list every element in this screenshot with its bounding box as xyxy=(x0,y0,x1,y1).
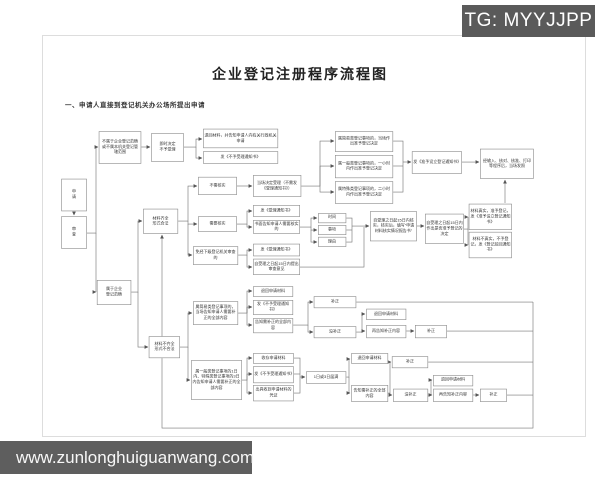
flow-node-return-materials-3: 退回申请材料 xyxy=(350,352,388,364)
flow-node-no-correct-2: 没补正 xyxy=(392,388,428,402)
flow-node-return-materials-1: 退回申请材料 xyxy=(252,285,293,297)
flow-node-inform-correct-2: 告知需补正的全部内容 xyxy=(350,385,388,402)
flow-node-inform-correct-1: 告知需补正的全部内容 xyxy=(252,317,293,333)
telegram-watermark-badge: TG: MYYJJPP xyxy=(462,5,595,37)
section-heading: 一、申请人直接到登记机关办公场所提出申请 xyxy=(65,102,205,109)
flow-node-days-expire: 1日或3日届满 xyxy=(305,370,346,384)
website-watermark-text: www.zunlonghuiguanwang.com xyxy=(16,447,255,467)
flow-node-review: 审 查 xyxy=(60,215,87,249)
flow-node-exempt-review: 免经下级登记机关审查的 xyxy=(192,245,238,265)
flow-node-verify-reason: 理由 xyxy=(317,236,346,247)
flow-node-reject-notice-1: 发《不予受理通知书》 xyxy=(202,150,278,164)
flow-node-apply: 申 请 xyxy=(60,178,87,211)
flow-node-verify-time: 时间 xyxy=(317,212,346,223)
flow-node-receipt-voucher: 出具收到申请材料的凭证 xyxy=(252,385,294,401)
website-watermark-bar: www.zunlonghuiguanwang.com xyxy=(0,441,255,474)
flow-node-general-inform-days: 属一般类登记事项的1日内、特殊类登记事项的3日内告知申请人需要补正的全部内容 xyxy=(190,360,242,400)
flow-node-grant-notice: 发《准予设立登记通知书》 xyxy=(411,150,462,174)
flow-node-not-in-scope: 不属于企业登记范畴或不属本机关登记管辖范围 xyxy=(98,130,141,164)
flow-node-need-verify: 需要核实 xyxy=(197,215,237,232)
flow-node-incomplete: 材料不齐全 形式不合法 xyxy=(148,335,180,358)
flow-node-opinion-15days: 自受理之日起15日内提出审查意见 xyxy=(252,258,300,275)
flow-node-issue-license: 经输入、核对、核准、打印等程序后，当场发照 xyxy=(480,148,534,179)
flow-node-general-1hr: 属一般类登记事项的，一小时内作出准予登记决定 xyxy=(335,155,393,178)
flow-node-reinform-correct-1: 再告知补正内容 xyxy=(365,325,406,338)
flow-node-accept-onsite: 当场决定受理（不需发《受理通知书》） xyxy=(252,175,301,197)
page-title: 企业登记注册程序流程图 xyxy=(212,68,388,83)
flow-node-verify-item: 事项 xyxy=(317,225,346,235)
flow-node-true-grant: 材料真实，准予登记，发《准予设立登记通知书》 xyxy=(468,203,512,230)
flow-node-no-verify: 不需核实 xyxy=(197,176,237,195)
flow-node-simple-inform-onsite: 属简易类登记事项的，当场告知申请人需要补正的全部内容 xyxy=(192,300,238,325)
flow-node-return-materials-4: 退回申请材料 xyxy=(432,375,473,386)
flow-node-special-2hr: 属特殊类登记事项的，二小时内作出准予登记决定 xyxy=(335,180,393,204)
telegram-watermark-text: TG: MYYJJPP xyxy=(464,10,593,31)
flow-node-verify-15days: 自受理之日起15日内核实，核实后，填写“申请材料核实情况报告书” xyxy=(370,210,417,241)
flow-node-correct-4: 补正 xyxy=(480,388,507,402)
flow-node-no-correct-1: 没补正 xyxy=(313,325,356,338)
flow-node-return-inform-org: 退回材料，并告知申请人向有关行政机关申请 xyxy=(202,128,278,148)
flow-node-in-scope: 属于企业 登记范畴 xyxy=(96,280,131,305)
flow-node-complete: 材料齐全 形式合法 xyxy=(142,208,178,234)
flow-node-accept-notice-2: 发《受理通知书》 xyxy=(252,243,300,256)
flow-node-written-inform: 书面告知申请人需要核实的 xyxy=(252,220,300,234)
flow-node-immediate-reject: 即时决定 不予受理 xyxy=(150,132,184,162)
flow-node-reinform-correct-2: 再告知补正内容 xyxy=(432,388,473,402)
flow-node-keep-materials: 收存申请材料 xyxy=(252,352,294,364)
flow-node-simple-onsite: 属简易类登记事项的，当场作出准予登记决定 xyxy=(335,130,393,152)
flow-node-reject-notice-2: 发《不予受理通知书》 xyxy=(252,300,293,315)
flow-node-correct-2: 补正 xyxy=(415,325,447,338)
flow-node-correct-1: 补正 xyxy=(313,295,356,308)
flow-node-return-materials-2: 退回申请材料 xyxy=(365,308,406,320)
flow-node-false-reject: 材料不真实，不予登记，发《登记驳回通知书》 xyxy=(468,231,512,258)
flow-node-decide-15days: 自受理之日起15日内作出是否准予登记的决定 xyxy=(425,213,464,244)
flow-node-accept-notice-1: 发《受理通知书》 xyxy=(252,205,300,217)
flow-node-correct-3: 补正 xyxy=(391,355,428,368)
flow-node-reject-notice-3: 发《不予受理通知书》 xyxy=(252,365,294,383)
